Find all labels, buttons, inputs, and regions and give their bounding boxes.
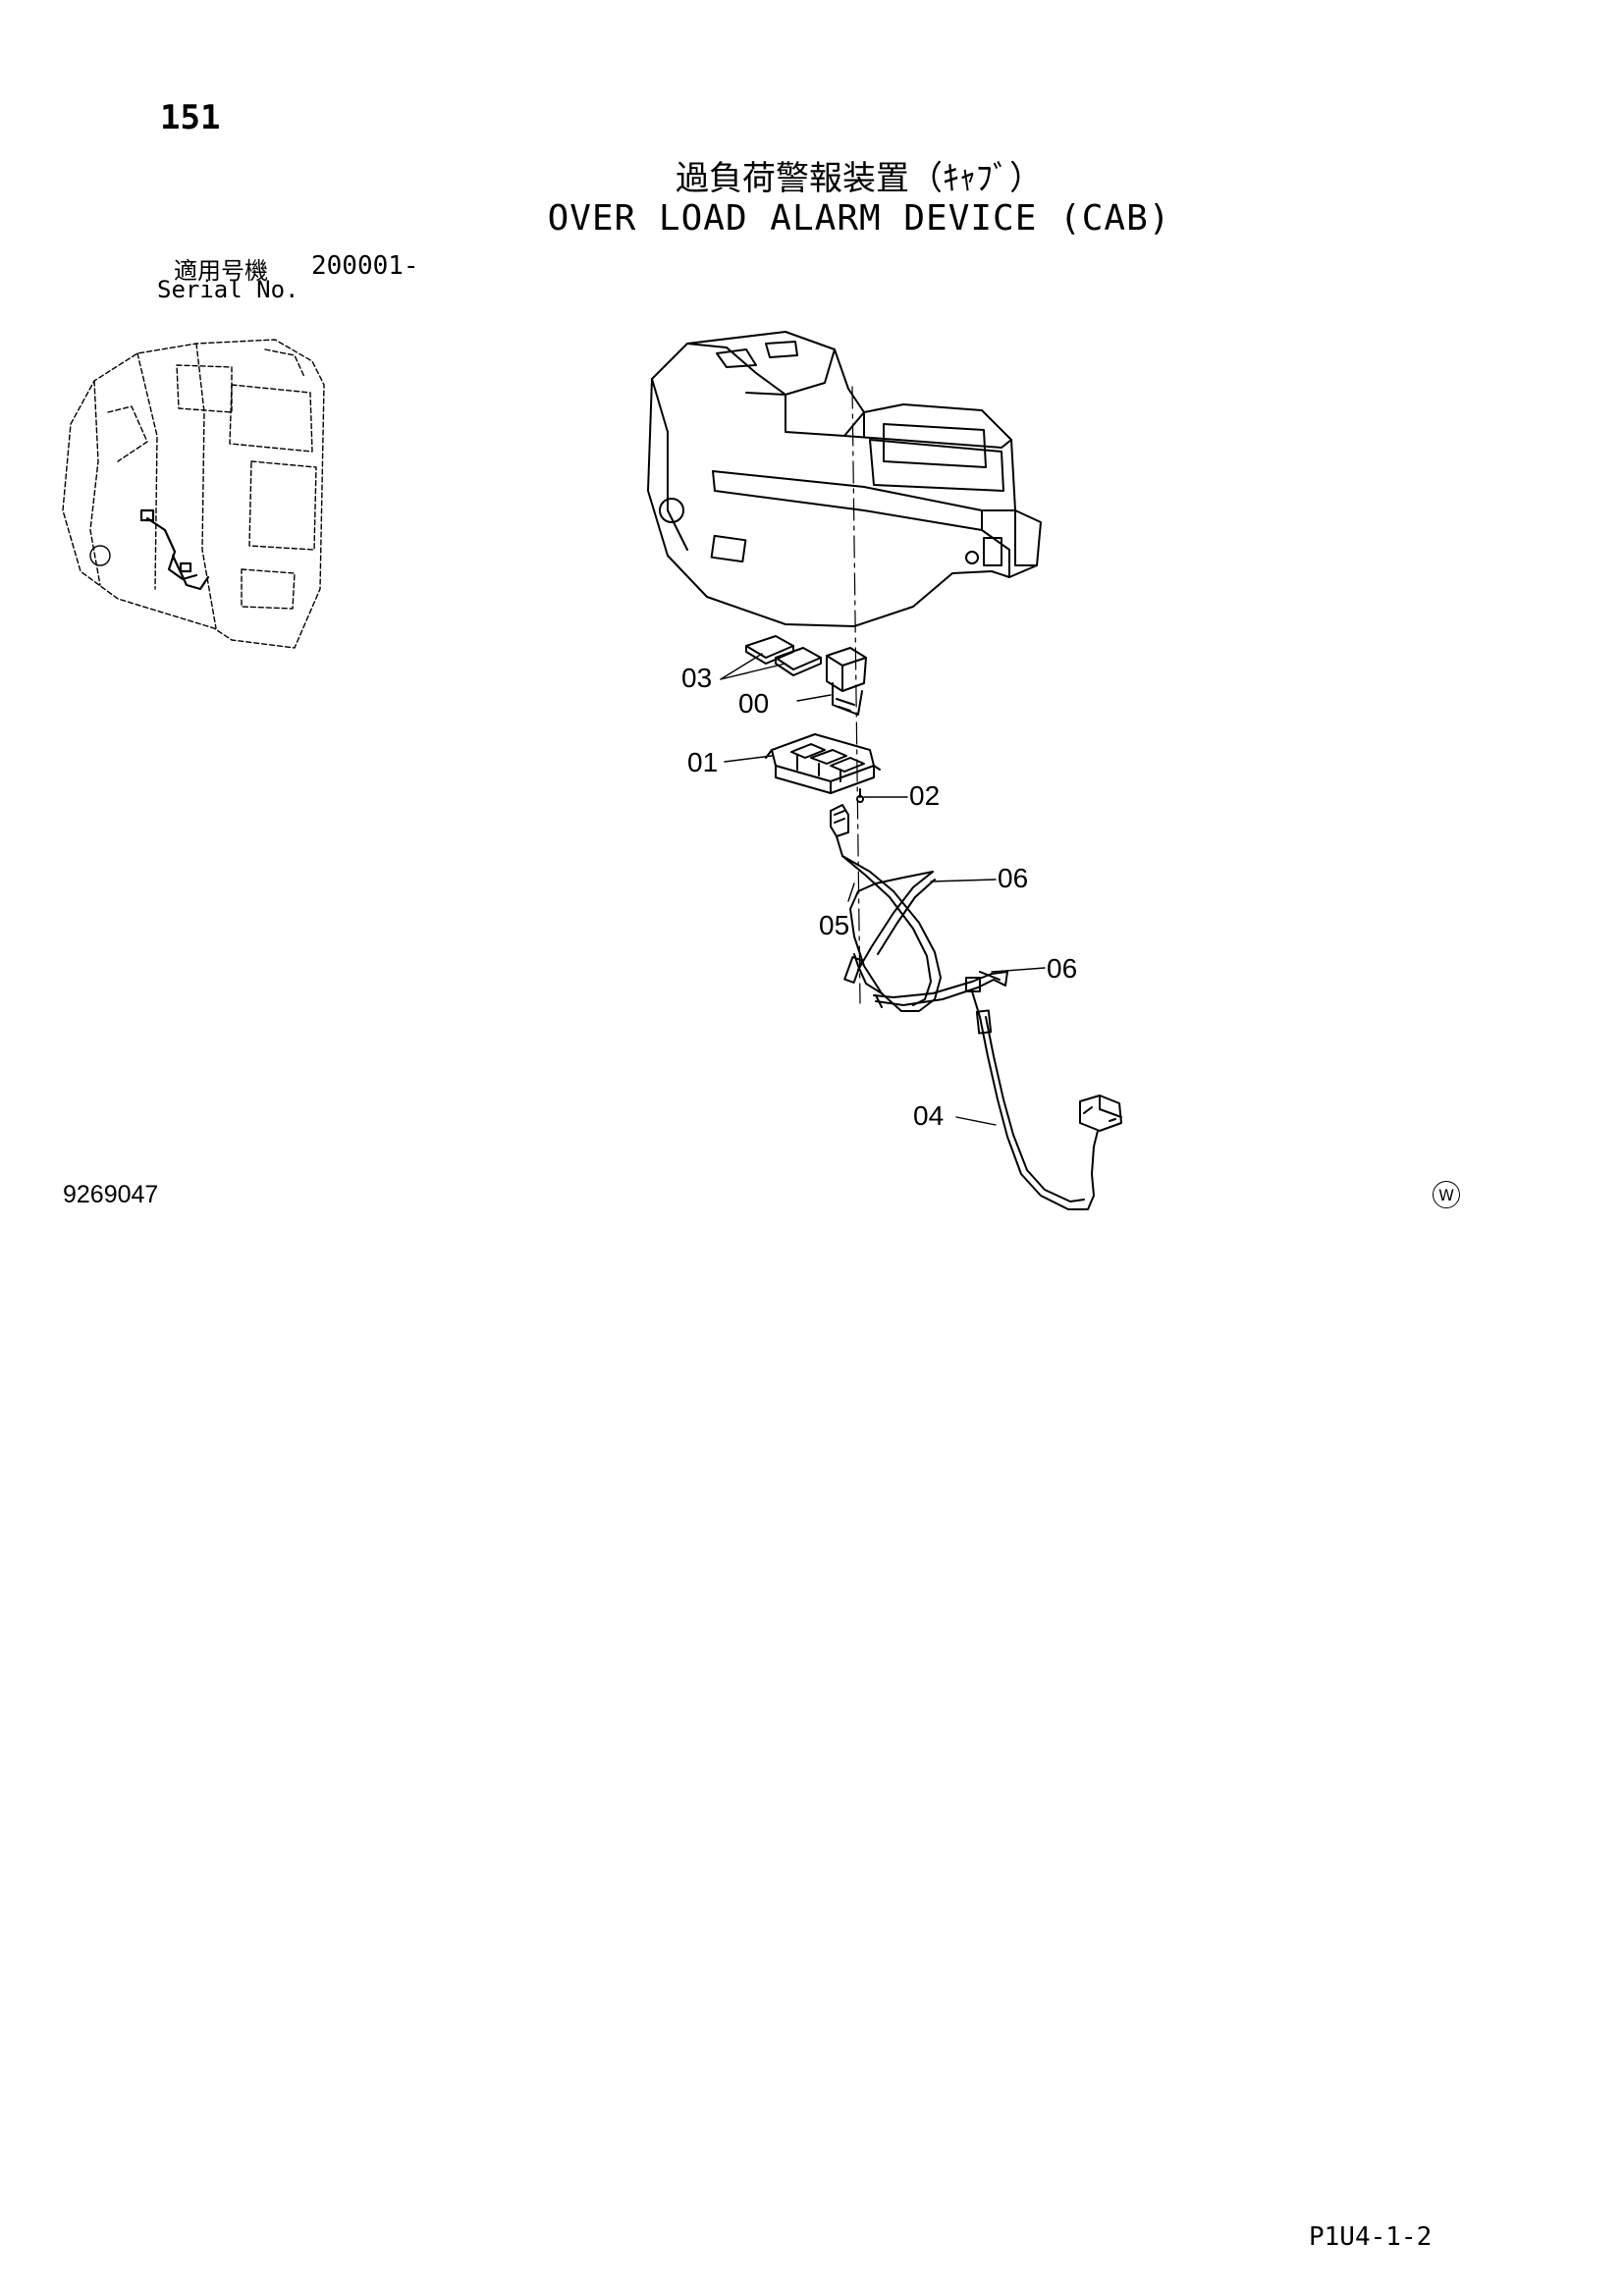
assembly-center-line [851,386,861,1004]
callout-00: 00 [738,688,769,719]
callout-06b: 06 [1047,953,1077,984]
serial-label-japanese: 適用号機 [174,257,268,285]
callout-06a: 06 [998,863,1028,893]
serial-number: 200001- [311,251,419,281]
maker-symbol: W [1433,1181,1460,1208]
holder-part-01 [765,733,881,794]
harness-part-05 [830,804,942,1012]
title-japanese: 過負荷警報装置（ｷｬﾌﾞ） [676,159,1043,198]
callout-02: 02 [909,780,940,811]
callout-05: 05 [819,910,849,940]
callout-01: 01 [687,747,718,777]
title-english: OVER LOAD ALARM DEVICE (CAB) [547,198,1171,239]
document-number: 9269047 [63,1181,159,1208]
serial-label-english: Serial No. [157,276,299,303]
page-number: 151 [160,98,221,137]
callout-04: 04 [913,1100,944,1131]
cover-part-03 [745,635,822,676]
callout-03: 03 [681,663,712,693]
console-housing [647,331,1042,627]
cab-overview-sketch [62,339,325,649]
cab-harness-sketch [89,508,210,591]
harness-part-06 [857,871,1008,1018]
switch-part-00 [826,647,867,716]
leader-lines [720,653,1046,1126]
reference-code: P1U4-1-2 [1309,2222,1433,2252]
harness-part-04 [975,1009,1122,1210]
screw-part-02 [856,788,864,803]
